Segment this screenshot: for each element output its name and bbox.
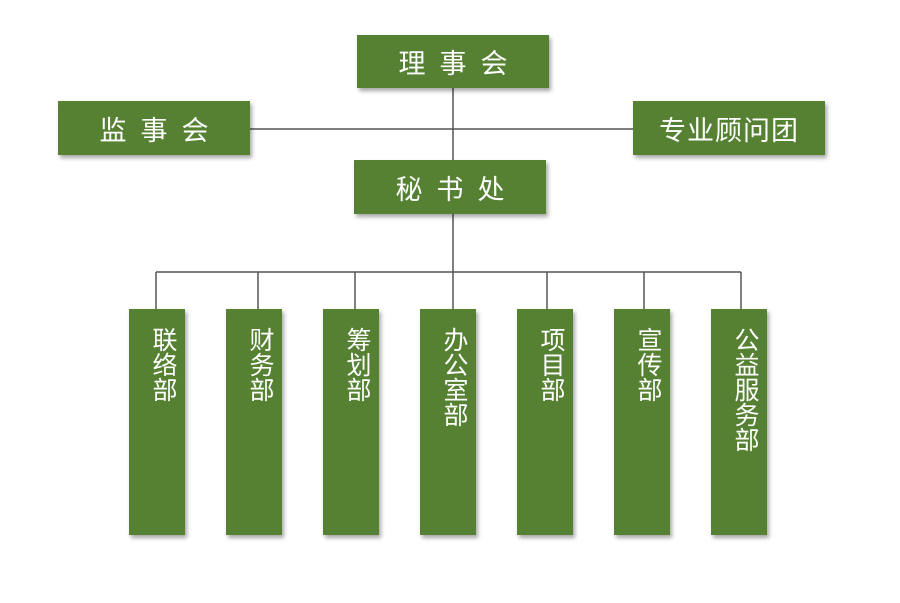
secretariat-node: 秘书处 [354,160,546,214]
department-node: 项目部 [517,309,573,535]
department-node: 宣传部 [614,309,670,535]
supervisors-node: 监事会 [58,101,250,155]
department-node: 联络部 [129,309,185,535]
board-node: 理事会 [357,35,549,88]
advisors-node: 专业顾问团 [633,101,825,155]
department-node: 公益服务部 [711,309,767,535]
department-node: 财务部 [226,309,282,535]
department-node: 办公室部 [420,309,476,535]
department-node: 筹划部 [323,309,379,535]
